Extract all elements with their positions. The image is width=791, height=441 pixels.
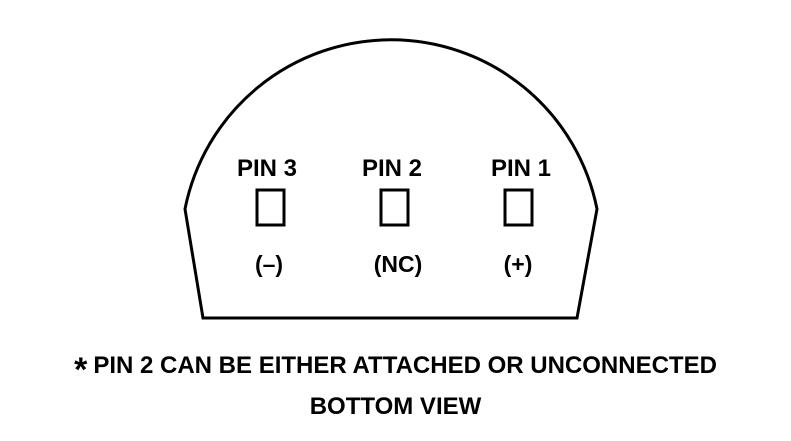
pin-2-label: PIN 2 <box>362 155 422 182</box>
pin-2: PIN 2 (NC) <box>362 155 422 277</box>
pin-2-note-text: PIN 2 CAN BE EITHER ATTACHED OR UNCONNEC… <box>93 352 717 379</box>
pin-1-pad <box>503 188 534 227</box>
pin-3-polarity: (–) <box>255 251 283 277</box>
pin-2-polarity: (NC) <box>374 251 423 277</box>
pin-3: PIN 3 (–) <box>237 155 297 277</box>
pin-1-label: PIN 1 <box>491 155 551 182</box>
pin-3-pad <box>255 188 286 227</box>
asterisk-icon: * <box>74 351 88 389</box>
pin-1: PIN 1 (+) <box>491 155 551 277</box>
pin-2-note: *PIN 2 CAN BE EITHER ATTACHED OR UNCONNE… <box>0 343 791 389</box>
pin-1-polarity: (+) <box>504 251 533 277</box>
pin-3-label: PIN 3 <box>237 155 297 182</box>
view-label: BOTTOM VIEW <box>309 393 482 420</box>
pin-2-pad <box>379 188 410 227</box>
connector-outline <box>183 38 599 320</box>
